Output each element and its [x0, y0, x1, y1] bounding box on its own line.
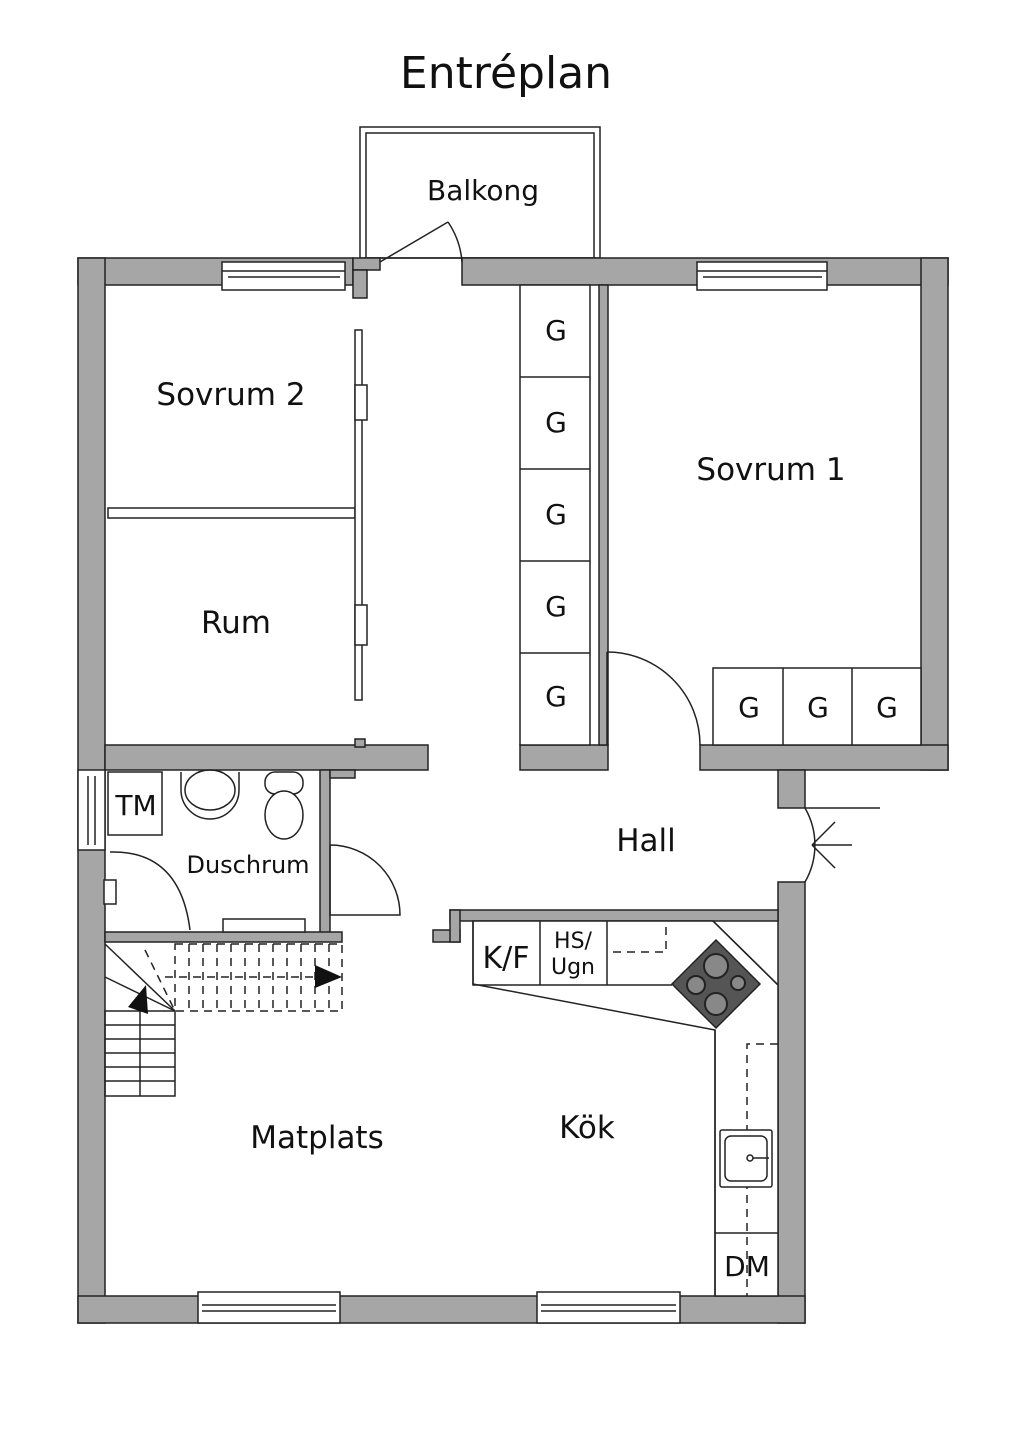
wardrobe-label: G [876, 691, 898, 724]
wardrobe-label: G [807, 691, 829, 724]
room-label-matplats: Matplats [250, 1120, 384, 1156]
room-label-sovrum2: Sovrum 2 [156, 377, 305, 413]
walls [77, 257, 949, 1324]
dishwasher-label: DM [724, 1250, 770, 1283]
wardrobe-label: G [545, 590, 567, 623]
oven-label-bottom: Ugn [551, 955, 595, 980]
stove-icon [670, 938, 762, 1030]
balcony: Balkong [359, 126, 601, 259]
bathroom-fixtures: TM Duschrum [103, 769, 310, 933]
plan-title: Entréplan [400, 48, 612, 99]
washing-machine-label: TM [114, 789, 156, 822]
room-label-hall: Hall [616, 823, 676, 859]
wardrobe-label: G [545, 498, 567, 531]
wardrobe-label: G [545, 406, 567, 439]
room-label-sovrum1: Sovrum 1 [696, 452, 845, 488]
wardrobe-label: G [738, 691, 760, 724]
wardrobe-label: G [545, 314, 567, 347]
wardrobe-label: G [545, 680, 567, 713]
room-label-duschrum: Duschrum [186, 851, 309, 879]
sink-icon [180, 772, 240, 820]
stair-arrow-icon [128, 985, 148, 1014]
windows [77, 261, 828, 1324]
staircase [104, 943, 343, 1097]
kitchen-fixtures: K/F HS/ Ugn DM [472, 920, 779, 1297]
room-label-balkong: Balkong [427, 174, 539, 207]
doors [329, 221, 880, 916]
stair-arrow-icon [315, 965, 342, 988]
kitchen-sink-icon [719, 1129, 773, 1188]
room-label-rum: Rum [201, 605, 271, 641]
oven-label-top: HS/ [554, 929, 593, 954]
room-label-kok: Kök [559, 1110, 615, 1146]
wardrobes: G G G G G G G G [519, 284, 922, 746]
fridge-freezer-label: K/F [482, 941, 529, 976]
shower-icon [103, 879, 117, 905]
